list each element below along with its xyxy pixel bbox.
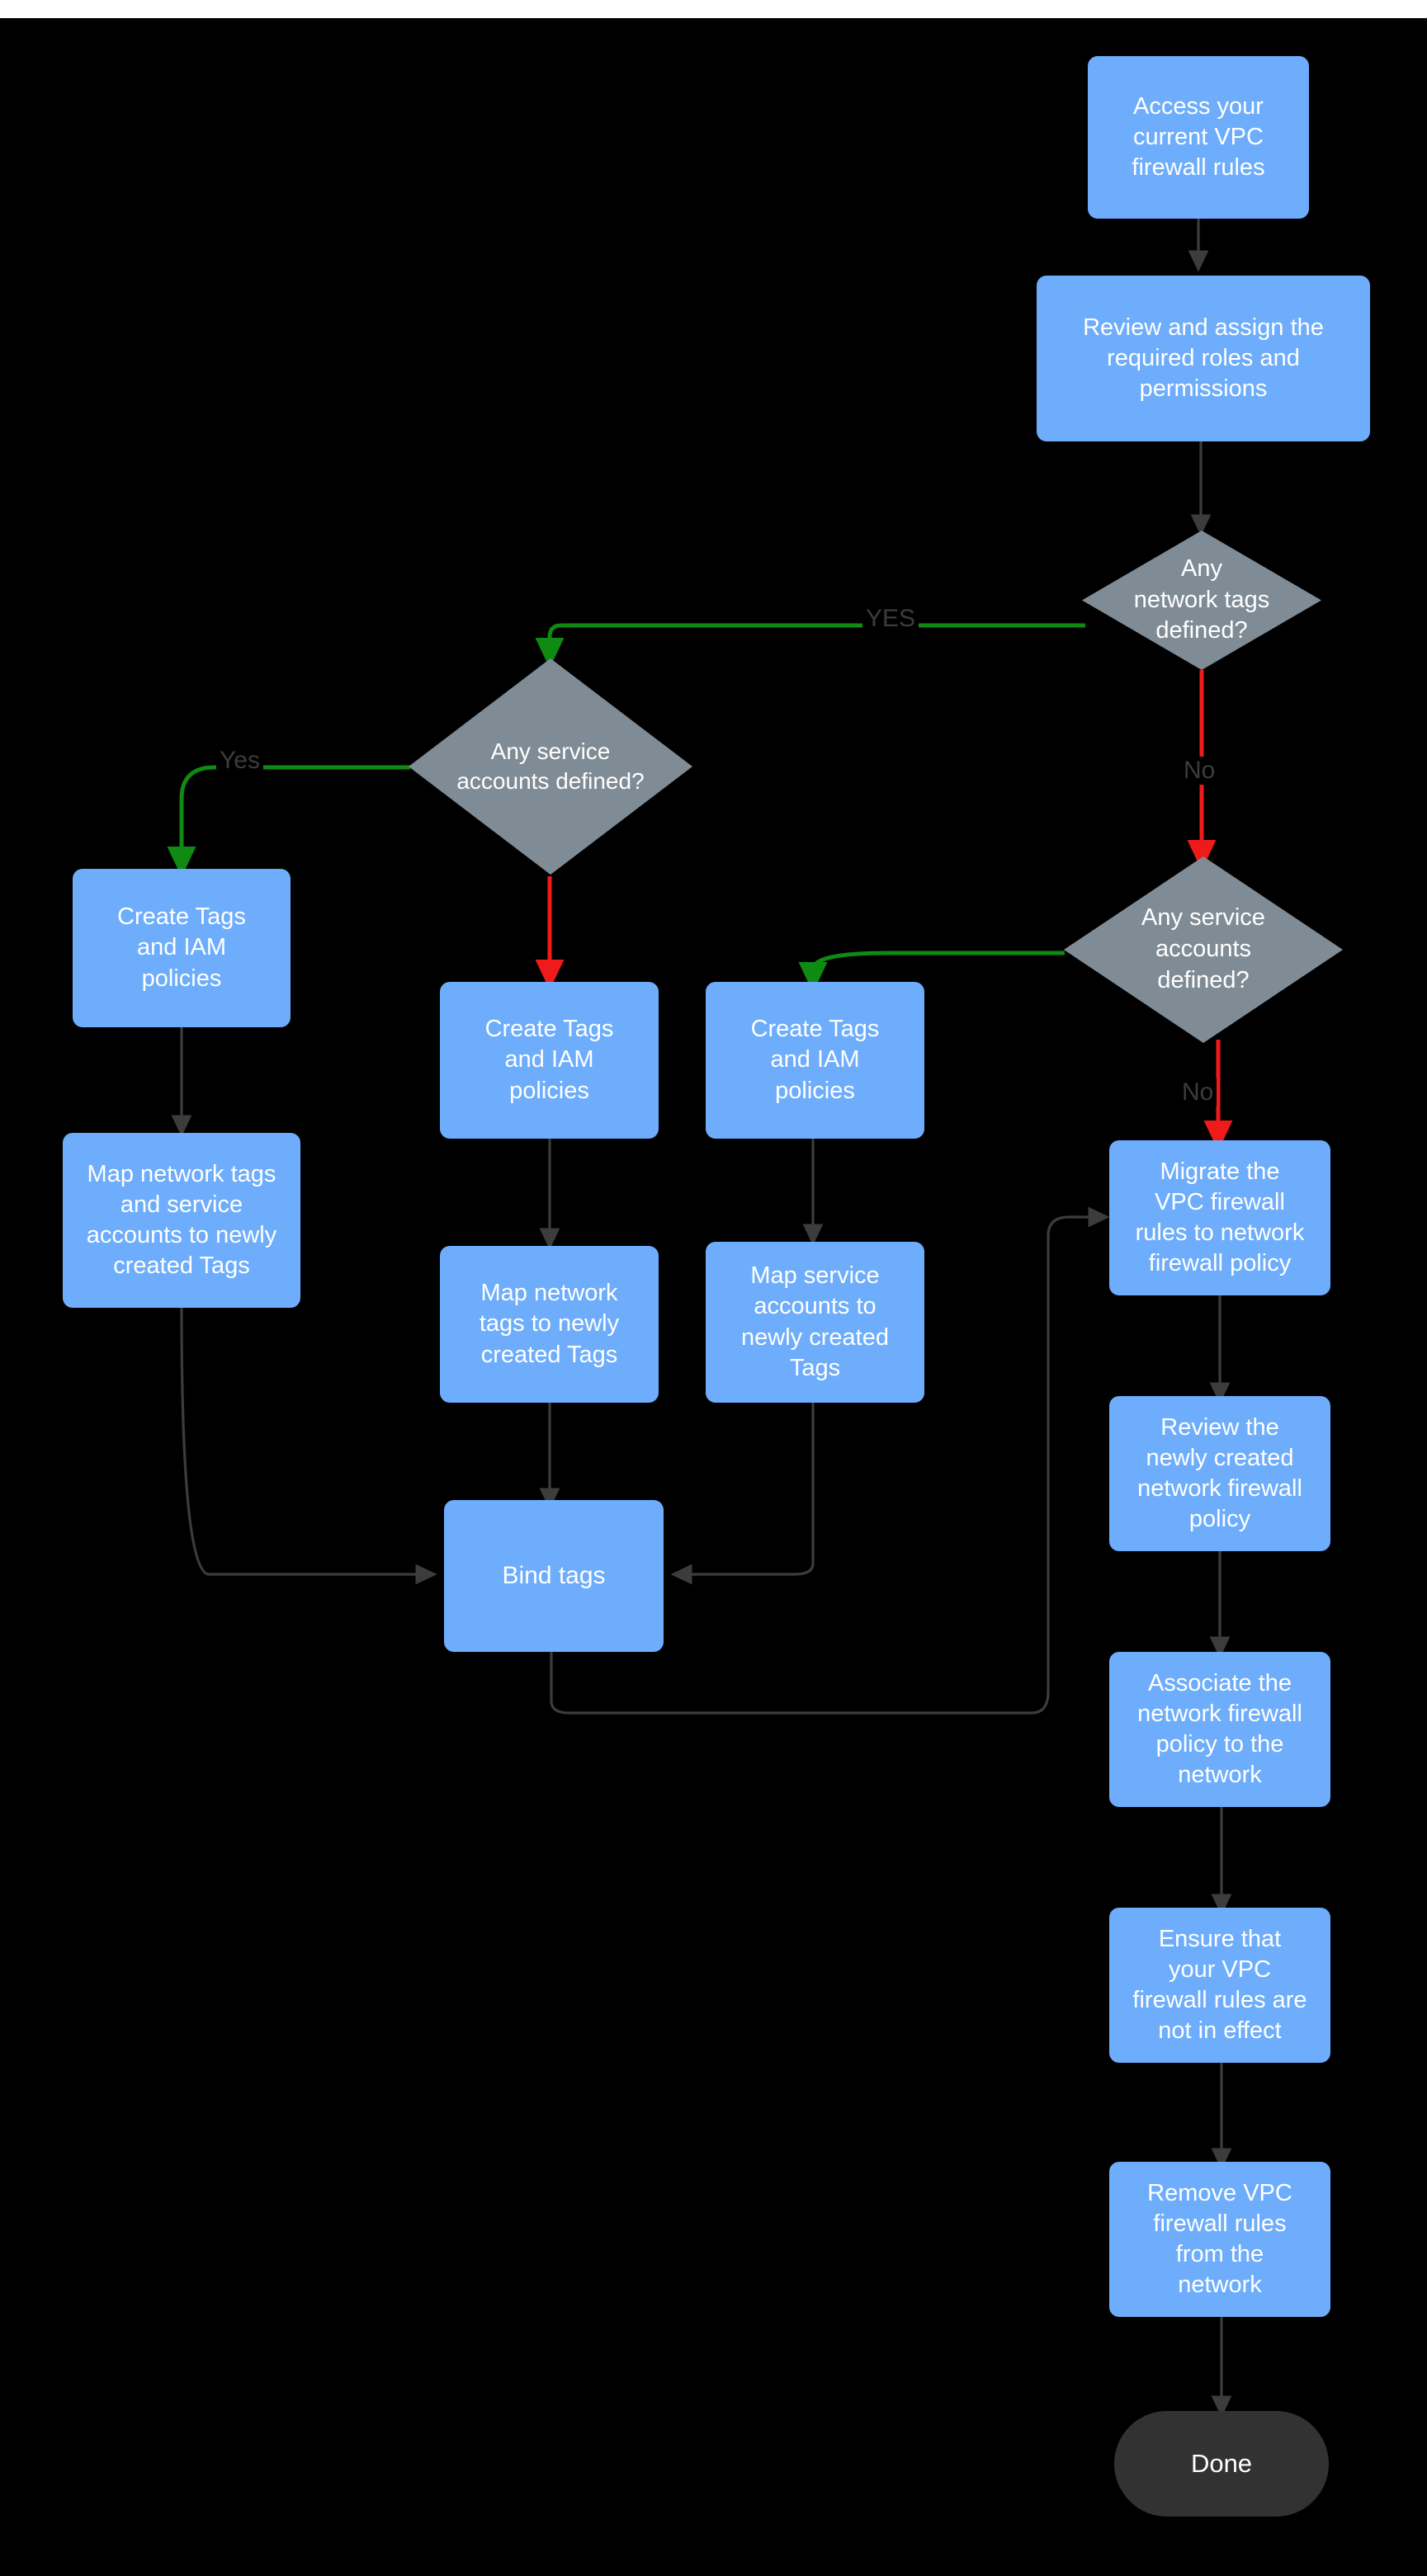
decision-label: Any service accounts defined? <box>456 738 645 794</box>
edge-n8-n9 <box>670 1403 815 1585</box>
node-map-network-tags-to-newly-created-tags[interactable]: Map network tags to newly created Tags <box>440 1246 659 1403</box>
diamond-shape <box>1064 856 1343 1043</box>
node-create-tags-iam-policies-right[interactable]: Create Tags and IAM policies <box>706 982 924 1139</box>
node-access-current-vpc-firewall-rules[interactable]: Access your current VPC firewall rules <box>1088 56 1309 219</box>
node-map-network-tags-and-service-accounts[interactable]: Map network tags and service accounts to… <box>63 1133 300 1308</box>
decision-any-service-accounts-defined-left[interactable]: Any service accounts defined? <box>406 656 695 877</box>
node-review-assign-roles-permissions[interactable]: Review and assign the required roles and… <box>1037 276 1370 441</box>
node-review-newly-created-network-firewall-policy[interactable]: Review the newly created network firewal… <box>1109 1396 1330 1551</box>
node-migrate-vpc-rules-to-network-firewall-policy[interactable]: Migrate the VPC firewall rules to networ… <box>1109 1140 1330 1295</box>
edge-label-d2-yes: Yes <box>216 747 263 775</box>
edge-d3-yes <box>798 951 1065 993</box>
top-white-strip <box>0 0 1427 18</box>
edge-label-d1-yes: YES <box>862 605 919 633</box>
node-done-terminator[interactable]: Done <box>1114 2411 1329 2517</box>
decision-label: Any network tags defined? <box>1133 554 1270 644</box>
node-ensure-vpc-rules-not-in-effect[interactable]: Ensure that your VPC firewall rules are … <box>1109 1908 1330 2063</box>
node-associate-network-firewall-policy-to-network[interactable]: Associate the network firewall policy to… <box>1109 1652 1330 1807</box>
edge-n4-n9 <box>180 1307 437 1585</box>
node-map-service-accounts-to-newly-created-tags[interactable]: Map service accounts to newly created Ta… <box>706 1242 924 1403</box>
diamond-shape <box>409 658 692 875</box>
decision-any-service-accounts-defined-right[interactable]: Any service accounts defined? <box>1061 854 1345 1045</box>
decision-label: Any service accounts defined? <box>1141 904 1265 993</box>
decision-any-network-tags-defined[interactable]: Any network tags defined? <box>1080 528 1324 672</box>
edge-d2-yes <box>167 765 410 877</box>
edge-n9-n10 <box>550 1206 1110 1715</box>
node-create-tags-iam-policies-middle[interactable]: Create Tags and IAM policies <box>440 982 659 1139</box>
diamond-shape <box>1082 531 1321 670</box>
node-remove-vpc-firewall-rules-from-network[interactable]: Remove VPC firewall rules from the netwo… <box>1109 2162 1330 2317</box>
edge-d1-yes <box>535 623 1085 668</box>
node-bind-tags[interactable]: Bind tags <box>444 1500 664 1652</box>
node-create-tags-iam-policies-left[interactable]: Create Tags and IAM policies <box>73 869 291 1027</box>
edge-label-d1-no: No <box>1180 757 1219 785</box>
edge-label-d3-no: No <box>1179 1078 1217 1106</box>
